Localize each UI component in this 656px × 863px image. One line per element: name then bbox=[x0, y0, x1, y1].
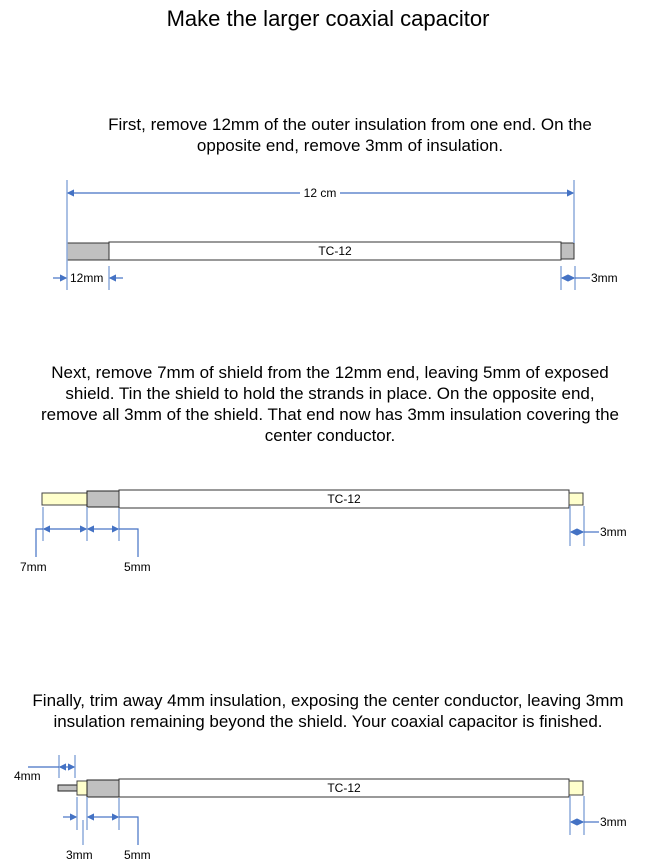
center-conductor bbox=[57, 784, 78, 792]
step-3-text: Finally, trim away 4mm insulation, expos… bbox=[32, 691, 624, 731]
dim-right: 3mm bbox=[600, 815, 627, 829]
cable-label: TC-12 bbox=[327, 781, 361, 795]
dim-left: 12mm bbox=[70, 271, 103, 285]
step-2-dimensions: 7mm 5mm 3mm bbox=[20, 506, 627, 574]
cable-label: TC-12 bbox=[327, 492, 361, 506]
exposed-insulation-left bbox=[76, 780, 88, 796]
dim-conductor: 4mm bbox=[14, 769, 41, 783]
exposed-insulation-left bbox=[41, 492, 88, 506]
tinned-shield bbox=[86, 779, 120, 798]
dim-right: 3mm bbox=[600, 525, 627, 539]
dim-left-b: 5mm bbox=[124, 848, 151, 862]
exposed-insulation-right bbox=[568, 780, 584, 796]
step-3-cable: TC-12 bbox=[57, 778, 584, 798]
step-2-text: Next, remove 7mm of shield from the 12mm… bbox=[41, 363, 619, 445]
tinned-shield bbox=[86, 490, 120, 508]
exposed-shield-left bbox=[66, 242, 110, 261]
dim-left-a: 7mm bbox=[20, 560, 47, 574]
step-2-cable: TC-12 bbox=[41, 489, 584, 509]
step-1-cable: TC-12 bbox=[66, 241, 575, 261]
page-title: Make the larger coaxial capacitor bbox=[166, 6, 490, 31]
step-3-dimensions: 4mm 3mm 5mm 3mm bbox=[14, 755, 627, 862]
step-1-dimensions: 12 cm 12mm 3mm bbox=[53, 180, 618, 290]
dim-right: 3mm bbox=[591, 271, 618, 285]
dim-left-b: 5mm bbox=[124, 560, 151, 574]
dim-overall: 12 cm bbox=[304, 186, 337, 200]
exposed-insulation-right bbox=[568, 492, 584, 506]
cable-label: TC-12 bbox=[318, 244, 352, 258]
dim-left-a: 3mm bbox=[66, 848, 93, 862]
exposed-shield-right bbox=[560, 242, 575, 260]
step-1-text: First, remove 12mm of the outer insulati… bbox=[108, 115, 592, 155]
